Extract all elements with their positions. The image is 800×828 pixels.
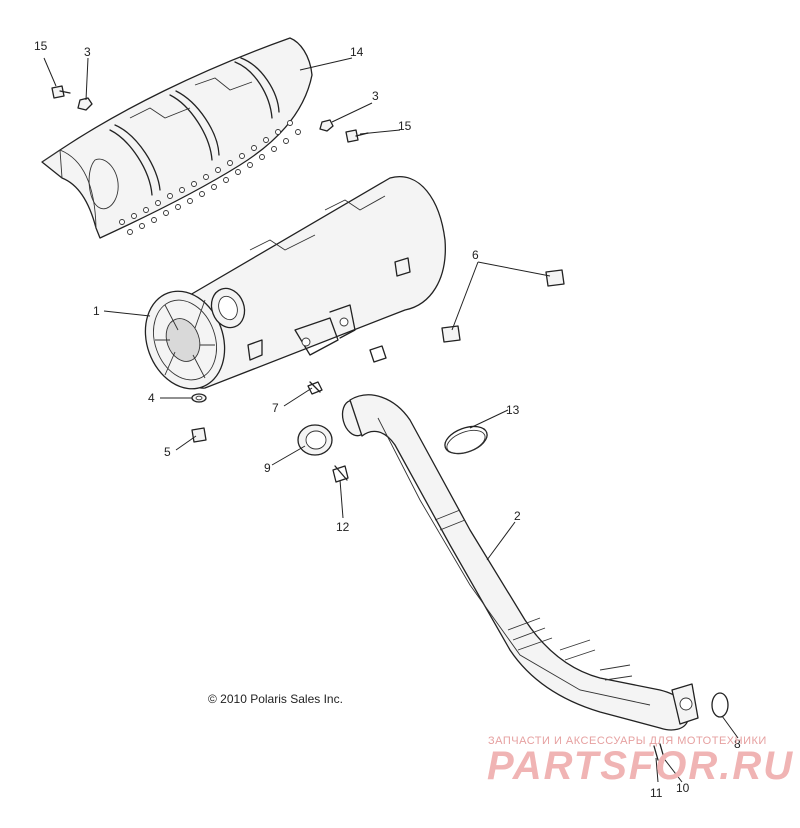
callout-labels: 15 3 14 3 15 6 1 4 7 13 5 9 12 2 8 11 10: [34, 39, 741, 800]
callout-3a: 3: [84, 45, 91, 59]
leader-lines: [43, 57, 739, 783]
callout-2: 2: [514, 509, 521, 523]
watermark-subtitle: ЗАПЧАСТИ И АКСЕССУАРЫ ДЛЯ МОТОТЕХНИКИ: [488, 735, 767, 747]
callout-6: 6: [472, 248, 479, 262]
callout-3b: 3: [372, 89, 379, 103]
callout-7: 7: [272, 401, 279, 415]
callout-8: 8: [734, 737, 741, 751]
callout-14: 14: [350, 45, 364, 59]
copyright-notice: © 2010 Polaris Sales Inc.: [208, 692, 343, 706]
callout-15a: 15: [34, 39, 48, 53]
heat-shield-part-14: [41, 37, 313, 239]
callout-12: 12: [336, 520, 350, 534]
callout-4: 4: [148, 391, 155, 405]
head-pipe-part-2: [341, 394, 699, 731]
callout-11: 11: [650, 786, 663, 800]
callout-5: 5: [164, 445, 171, 459]
callout-13: 13: [506, 403, 520, 417]
watermark-logo: PARTSFOR.RU: [487, 744, 795, 788]
muffler-part-1: [144, 176, 446, 390]
callout-10: 10: [676, 781, 690, 795]
callout-1: 1: [93, 304, 100, 318]
callout-15b: 15: [398, 119, 412, 133]
hardware-parts: [51, 85, 729, 761]
callout-9: 9: [264, 461, 271, 475]
